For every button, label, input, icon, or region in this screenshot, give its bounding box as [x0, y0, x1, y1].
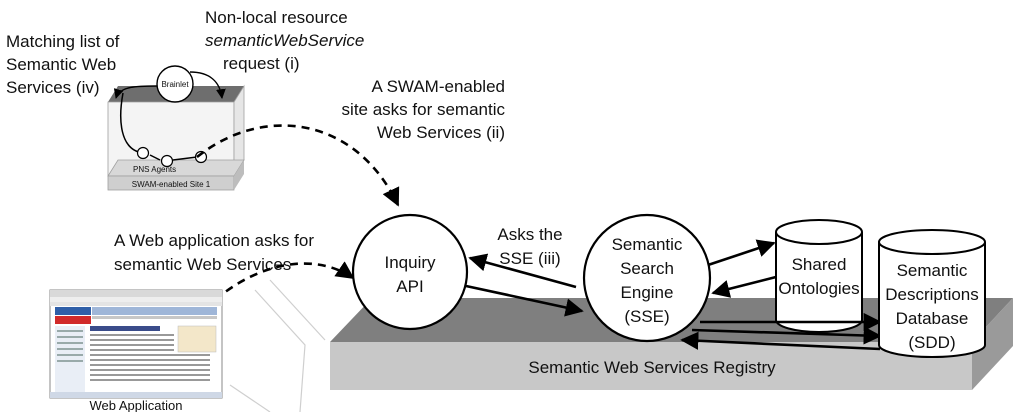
watermark-curves	[229, 279, 326, 412]
svg-text:Database: Database	[896, 309, 969, 328]
web-application-label: Web Application	[90, 398, 183, 412]
svg-text:semanticWebService: semanticWebService	[205, 31, 364, 50]
svg-text:Descriptions: Descriptions	[885, 285, 979, 304]
svg-text:Non-local resource: Non-local resource	[205, 8, 348, 27]
web-application-thumbnail: Web Application	[49, 289, 223, 412]
pns-agents-label: PNS Agents	[133, 165, 176, 174]
svg-text:Semantic Web: Semantic Web	[6, 55, 116, 74]
svg-text:Asks the: Asks the	[497, 225, 562, 244]
svg-text:Semantic: Semantic	[612, 235, 683, 254]
matching-list-label: Matching list of Semantic Web Services (…	[6, 32, 120, 97]
svg-text:Inquiry: Inquiry	[384, 253, 436, 272]
sdd-db: Semantic Descriptions Database (SDD)	[878, 229, 986, 358]
shared-ontologies-db: Shared Ontologies	[775, 219, 863, 333]
svg-text:Matching list of: Matching list of	[6, 32, 120, 51]
sse-node: Semantic Search Engine (SSE)	[582, 213, 712, 343]
sse-to-ontologies-arrow	[707, 239, 776, 267]
pns-agent-node	[194, 150, 208, 164]
swam-to-inquiry-arrow	[196, 124, 400, 207]
svg-text:site asks for semantic: site asks for semantic	[342, 100, 506, 119]
svg-text:SSE (iii): SSE (iii)	[499, 249, 560, 268]
inquiry-api-node: Inquiry API	[351, 213, 469, 331]
registry-label: Semantic Web Services Registry	[528, 358, 776, 377]
webapp-asks-label: A Web application asks for semantic Web …	[114, 231, 314, 274]
webapp-to-inquiry-arrow	[214, 261, 355, 301]
swam-site-box: SWAM-enabled Site 1 PNS Agents	[107, 84, 245, 191]
svg-text:Ontologies: Ontologies	[778, 279, 859, 298]
svg-text:Brainlet: Brainlet	[161, 80, 189, 89]
sse-to-inquiry-arrow	[468, 253, 577, 289]
svg-text:Shared: Shared	[792, 255, 847, 274]
inquiry-to-sse-arrow	[465, 284, 584, 317]
svg-text:API: API	[396, 277, 423, 296]
nonlocal-request-label: Non-local resource semanticWebService re…	[205, 8, 364, 73]
svg-text:semantic Web Services: semantic Web Services	[114, 255, 291, 274]
svg-text:Web Services (ii): Web Services (ii)	[377, 123, 505, 142]
svg-text:A SWAM-enabled: A SWAM-enabled	[371, 77, 505, 96]
svg-text:Services (iv): Services (iv)	[6, 78, 100, 97]
pns-agent-node	[136, 146, 150, 160]
svg-text:(SSE): (SSE)	[624, 307, 669, 326]
svg-text:request (i): request (i)	[223, 54, 300, 73]
asks-sse-label: Asks the SSE (iii)	[497, 225, 562, 268]
svg-text:(SDD): (SDD)	[908, 333, 955, 352]
ontologies-to-sse-arrow	[711, 275, 777, 298]
pns-agent-node	[160, 154, 174, 168]
svg-text:Semantic: Semantic	[897, 261, 968, 280]
sdd-to-sse-arrow	[680, 331, 881, 351]
swam-site-label: SWAM-enabled Site 1	[132, 180, 211, 189]
swam-asks-label: A SWAM-enabled site asks for semantic We…	[342, 77, 506, 142]
sse-to-sdd-arrow-2	[691, 326, 882, 345]
svg-text:Search: Search	[620, 259, 674, 278]
svg-text:Engine: Engine	[621, 283, 674, 302]
brainlet-node: Brainlet	[113, 65, 226, 103]
svg-text:A Web application asks for: A Web application asks for	[114, 231, 314, 250]
